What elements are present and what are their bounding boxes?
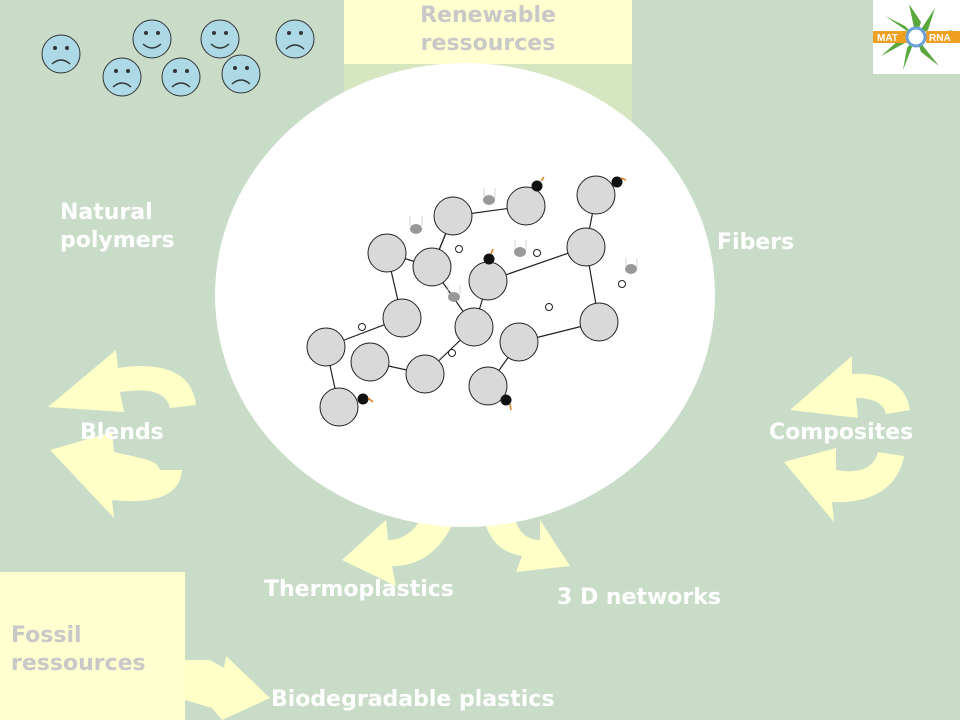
blends-label: Blends [80,420,164,445]
black-pendant-icon [357,393,374,405]
black-pendant-icon [531,176,545,192]
black-pendant-icon [500,394,512,411]
composites-arrow-lower-icon [784,448,904,522]
grey-pendant-icon [514,240,527,257]
sad-face-icon [41,34,81,74]
grey-pendant-icon [447,285,461,302]
polymer-node [566,227,606,267]
fossil-resources-box: Fossil ressources [0,572,185,720]
thermoplastics-label: Thermoplastics [264,577,454,602]
sad-face-icon [102,57,142,97]
renewable-resources-box: Renewable ressources [344,0,632,64]
faces-group [41,19,315,97]
grey-pendant-icon [625,258,638,274]
grey-pendant-icon [483,188,496,205]
polymer-node [468,366,508,406]
natural-polymers-label: Natural polymers [60,200,175,253]
grey-pendant-icon [409,216,423,234]
sad-face-icon [221,54,261,94]
blends-arrow-upper-icon [48,350,196,412]
polymer-node [405,354,445,394]
polymer-node [382,298,422,338]
polymer-node [576,175,616,215]
logo-left-text: MAT [877,33,898,44]
polymer-node [367,233,407,273]
blends-arrow-lower-icon [50,432,182,518]
fossil-resources-label: Fossil ressources [11,623,146,676]
black-pendant-icon [611,176,627,188]
happy-face-icon [132,19,172,59]
happy-face-icon [200,19,240,59]
polymer-node [454,307,494,347]
polymer-node [319,387,359,427]
arrows-group [48,350,910,720]
polymer-node [306,327,346,367]
linker-dot [455,245,463,253]
polymer-node [468,261,508,301]
black-pendant-icon [483,248,495,265]
linker-dot [545,303,553,311]
logo-right-text: RNA [929,33,951,44]
materna-logo-icon: MAT RNA [873,4,960,70]
polymer-node [506,186,546,226]
linker-dot [448,349,456,357]
linker-dot [618,280,626,288]
pendant-groups [357,176,638,411]
fossil-arrow-icon [185,656,270,720]
polymer-node [412,247,452,287]
polymer-node [350,342,390,382]
polymer-node [433,196,473,236]
networks-arrow-icon [484,512,570,572]
composites-label: Composites [769,420,914,445]
linker-dot [358,323,366,331]
biodegradable-plastics-label: Biodegradable plastics [271,687,555,712]
composites-arrow-upper-icon [790,356,910,418]
materna-logo: MAT RNA [873,0,960,74]
linker-dots [358,245,626,357]
networks-3d-label: 3 D networks [557,585,722,610]
fibers-label: Fibers [717,230,795,255]
sad-face-icon [161,57,201,97]
sad-face-icon [275,19,315,59]
polymer-nodes [306,175,619,427]
renewable-resources-label: Renewable ressources [420,3,556,56]
central-circle [215,63,715,527]
polymer-node [579,302,619,342]
thermoplastics-arrow-icon [342,506,456,586]
polymer-node [499,322,539,362]
linker-dot [533,249,541,257]
